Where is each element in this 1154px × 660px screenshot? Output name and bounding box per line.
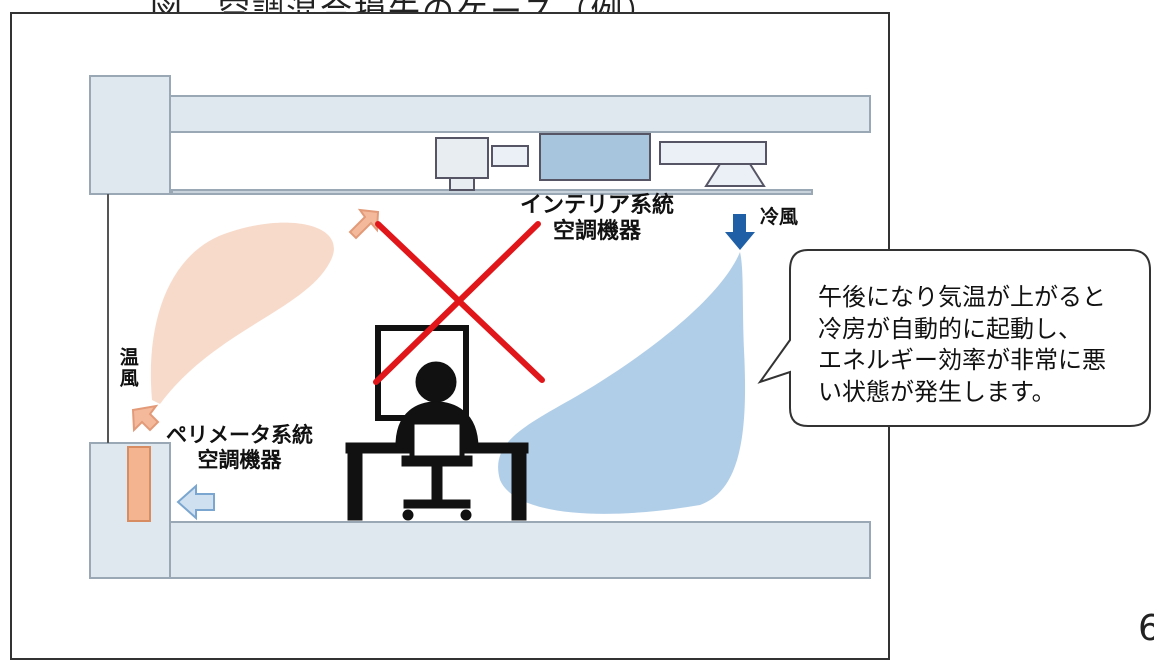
air-handler-unit: [539, 133, 651, 181]
callout-line: 午後になり気温が上がると: [818, 283, 1106, 311]
chair-base: [403, 499, 471, 509]
chair-back: [409, 419, 465, 461]
speech-bubble: [757, 249, 1151, 427]
chair-wheel-right: [460, 509, 472, 521]
upper-column: [89, 75, 171, 195]
ceiling-slab: [169, 95, 871, 133]
callout-line: エネルギー効率が非常に悪: [818, 346, 1106, 375]
cold-air-plume: [498, 252, 746, 514]
cold-air-down-arrow: [725, 214, 755, 250]
perimeter-unit: [127, 446, 151, 522]
chair-stem: [431, 465, 443, 503]
warm-air-label: 温風: [116, 347, 139, 389]
unit-foot: [449, 177, 475, 191]
floor-slab: [169, 521, 871, 579]
desk-leg-right: [511, 452, 527, 521]
callout-text: 午後になり気温が上がると 冷房が自動的に起動し、 エネルギー効率が非常に悪 い状…: [818, 282, 1148, 409]
perimeter-label-line-1: ペリメータ系統: [166, 423, 313, 447]
page-number: 6: [1138, 608, 1154, 649]
building-structure: [89, 75, 871, 579]
interior-air-handler: [435, 133, 767, 191]
duct-segment-1: [491, 145, 529, 167]
office-worker-desk: [345, 325, 529, 521]
chair-seat: [401, 455, 473, 467]
person-head: [415, 361, 457, 403]
perimeter-label-line-2: 空調機器: [197, 448, 282, 473]
callout-line: 冷房が自動的に起動し、: [818, 314, 1082, 343]
perimeter-system-label: ペリメータ系統 空調機器: [166, 423, 313, 473]
callout-line: い状態が発生します。: [818, 378, 1056, 407]
supply-duct: [659, 141, 767, 165]
chair-wheel-left: [402, 509, 414, 521]
interior-label-line-2: 空調機器: [553, 219, 642, 245]
warm-air-outlet-arrow: [131, 404, 160, 433]
cold-air-label: 冷風: [760, 206, 799, 228]
unit-box-left: [435, 137, 489, 179]
desk-leg-left: [347, 452, 363, 521]
cross-line-2: [373, 221, 541, 385]
interior-label-line-1: インテリア系統: [520, 193, 675, 218]
warm-air-up-arrow: [348, 208, 380, 240]
warm-air-plume: [150, 222, 334, 404]
perimeter-air-arrow: [176, 483, 215, 521]
interior-system-label: インテリア系統 空調機器: [520, 193, 674, 246]
ceiling-board: [171, 189, 813, 195]
diffuser: [704, 163, 766, 187]
cross-mark: [373, 221, 545, 385]
